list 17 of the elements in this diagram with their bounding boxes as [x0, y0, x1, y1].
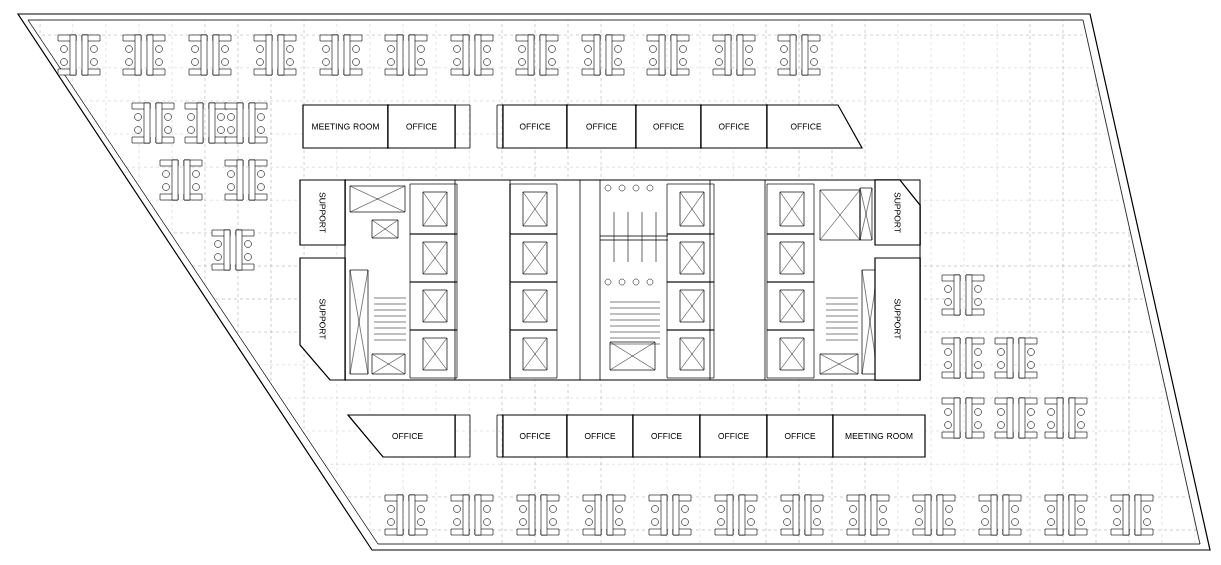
room-label-box: OFFICE: [502, 104, 568, 149]
room-label-box: OFFICE: [502, 414, 568, 458]
room-label-box: SUPPORT: [299, 179, 346, 246]
room-label-box: OFFICE: [766, 414, 834, 458]
room-label-box: MEETING ROOM: [832, 414, 926, 458]
room-label-box: MEETING ROOM: [302, 104, 389, 149]
room-label-box: OFFICE: [566, 104, 637, 149]
room-label-box: OFFICE: [635, 104, 702, 149]
room-label-box: OFFICE: [700, 104, 768, 149]
room-label-box: OFFICE: [699, 414, 768, 458]
room-label-box: OFFICE: [632, 414, 701, 458]
room-label-box: OFFICE: [387, 104, 456, 149]
room-label-box: SUPPORT: [874, 179, 921, 246]
room-label-box: OFFICE: [566, 414, 634, 458]
room-label-box: SUPPORT: [299, 257, 346, 381]
room-label-box: OFFICE: [766, 104, 864, 149]
room-label-box: SUPPORT: [874, 257, 921, 381]
